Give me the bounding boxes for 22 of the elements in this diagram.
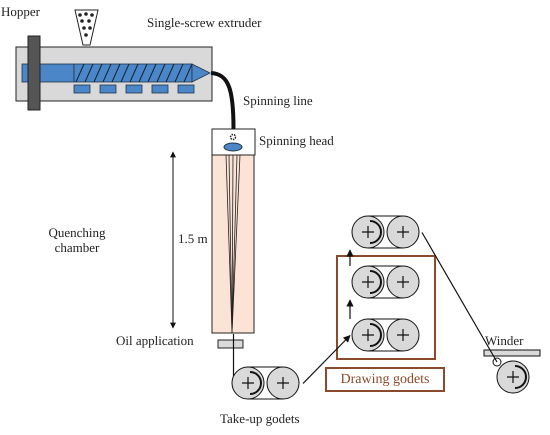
godet-pair-drawing — [350, 265, 422, 300]
part-label: Spinning line — [243, 93, 313, 108]
part-label: Hopper — [1, 4, 40, 19]
part-label: Winder — [485, 333, 524, 348]
quenching-chamber-drawing — [212, 155, 255, 334]
fiber-line — [421, 232, 498, 362]
part-label: Oil application — [116, 333, 194, 348]
part-label: Single-screw extruder — [147, 15, 262, 30]
fiber-line — [232, 334, 234, 376]
part-label: Spinning head — [259, 133, 334, 148]
winder-drawing — [484, 350, 540, 395]
godet-pair-drawing — [350, 215, 422, 250]
arrow — [346, 249, 354, 266]
extruder-drawing — [16, 36, 213, 111]
godet-pair-drawing — [350, 318, 422, 353]
group-label: Drawing godets — [325, 367, 445, 392]
arrow — [346, 299, 354, 319]
dimension-label: 1.5 m — [178, 231, 208, 246]
part-label: Take-up godets — [220, 411, 300, 426]
part-label: Quenching chamber — [47, 225, 107, 255]
spinning-head-drawing — [212, 129, 255, 155]
arrow — [302, 334, 350, 384]
